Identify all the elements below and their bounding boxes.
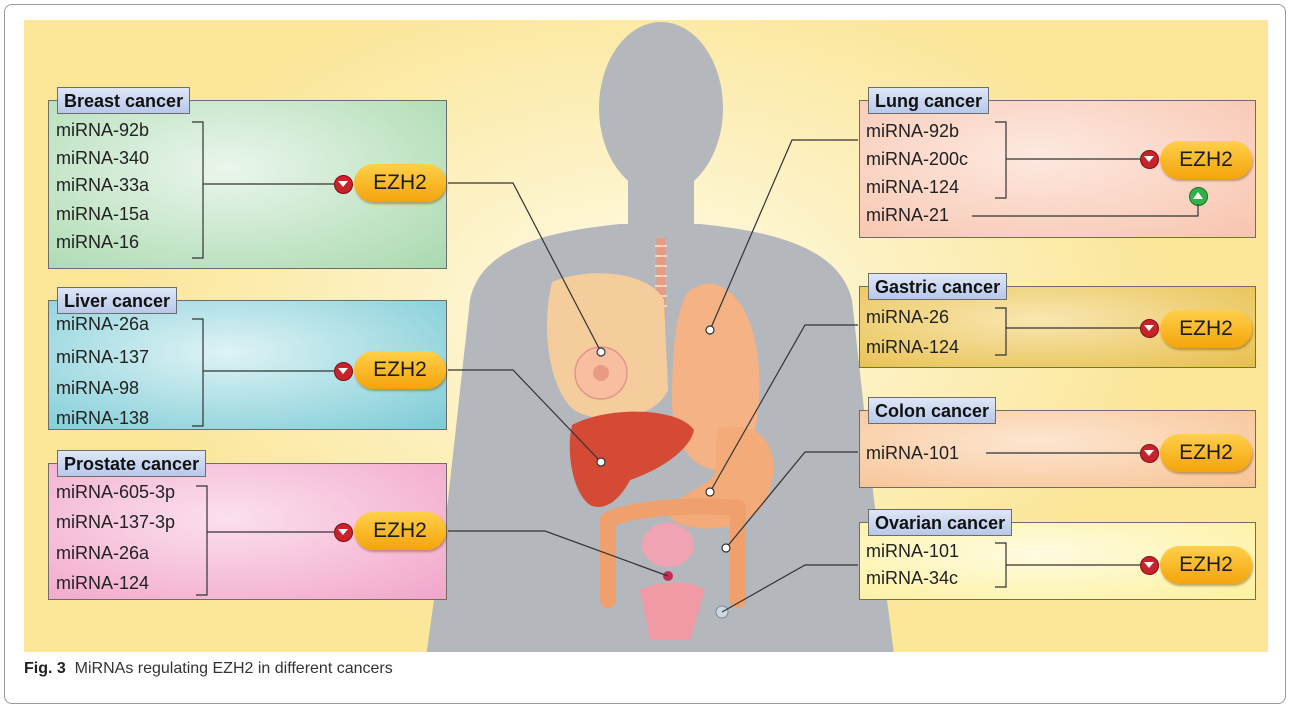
prostate-cancer-title: Prostate cancer [57,450,206,477]
ovarian-cancer-title: Ovarian cancer [868,509,1012,536]
mirna-label: miRNA-124 [866,336,959,358]
mirna-label: miRNA-137-3p [56,511,175,533]
mirna-label: miRNA-16 [56,231,139,253]
mirna-label: miRNA-26 [866,306,949,328]
mirna-label: miRNA-34c [866,567,958,589]
breast-cancer-title: Breast cancer [57,87,190,114]
ezh2-node: EZH2 [1160,310,1252,348]
mirna-label: miRNA-138 [56,407,149,429]
mirna-label: miRNA-340 [56,147,149,169]
mirna-label: miRNA-124 [866,176,959,198]
figure-caption-label: Fig. 3 [24,660,66,677]
mirna-label: miRNA-98 [56,377,139,399]
mirna-label: miRNA-92b [866,120,959,142]
mirna-label: miRNA-101 [866,442,959,464]
gastric-cancer-title: Gastric cancer [868,273,1007,300]
figure-caption-text: MiRNAs regulating EZH2 in different canc… [75,660,393,677]
breast-organ [547,273,668,418]
mirna-label: miRNA-26a [56,542,149,564]
ezh2-node: EZH2 [354,351,446,389]
ezh2-node: EZH2 [1160,141,1252,179]
inhibition-arrow-icon [1140,444,1159,463]
inhibition-arrow-icon [334,523,353,542]
figure-caption: Fig. 3 MiRNAs regulating EZH2 in differe… [24,660,393,678]
inhibition-arrow-icon [1140,319,1159,338]
ezh2-node: EZH2 [1160,546,1252,584]
inhibition-arrow-icon [1140,150,1159,169]
mirna-label: miRNA-101 [866,540,959,562]
activation-arrow-icon [1189,187,1208,206]
inhibition-arrow-icon [334,362,353,381]
lung-cancer-title: Lung cancer [868,87,989,114]
ezh2-node: EZH2 [354,512,446,550]
mirna-label: miRNA-137 [56,346,149,368]
mirna-label: miRNA-26a [56,313,149,335]
mirna-label: miRNA-92b [56,119,149,141]
inhibition-arrow-icon [1140,556,1159,575]
ezh2-node: EZH2 [354,164,446,202]
mirna-label: miRNA-200c [866,148,968,170]
mirna-label: miRNA-33a [56,174,149,196]
ezh2-node: EZH2 [1160,434,1252,472]
mirna-label: miRNA-15a [56,203,149,225]
liver-cancer-title: Liver cancer [57,287,177,314]
mirna-label: miRNA-605-3p [56,481,175,503]
colon-cancer-title: Colon cancer [868,397,996,424]
mirna-label: miRNA-21 [866,204,949,226]
mirna-label: miRNA-124 [56,572,149,594]
inhibition-arrow-icon [334,175,353,194]
